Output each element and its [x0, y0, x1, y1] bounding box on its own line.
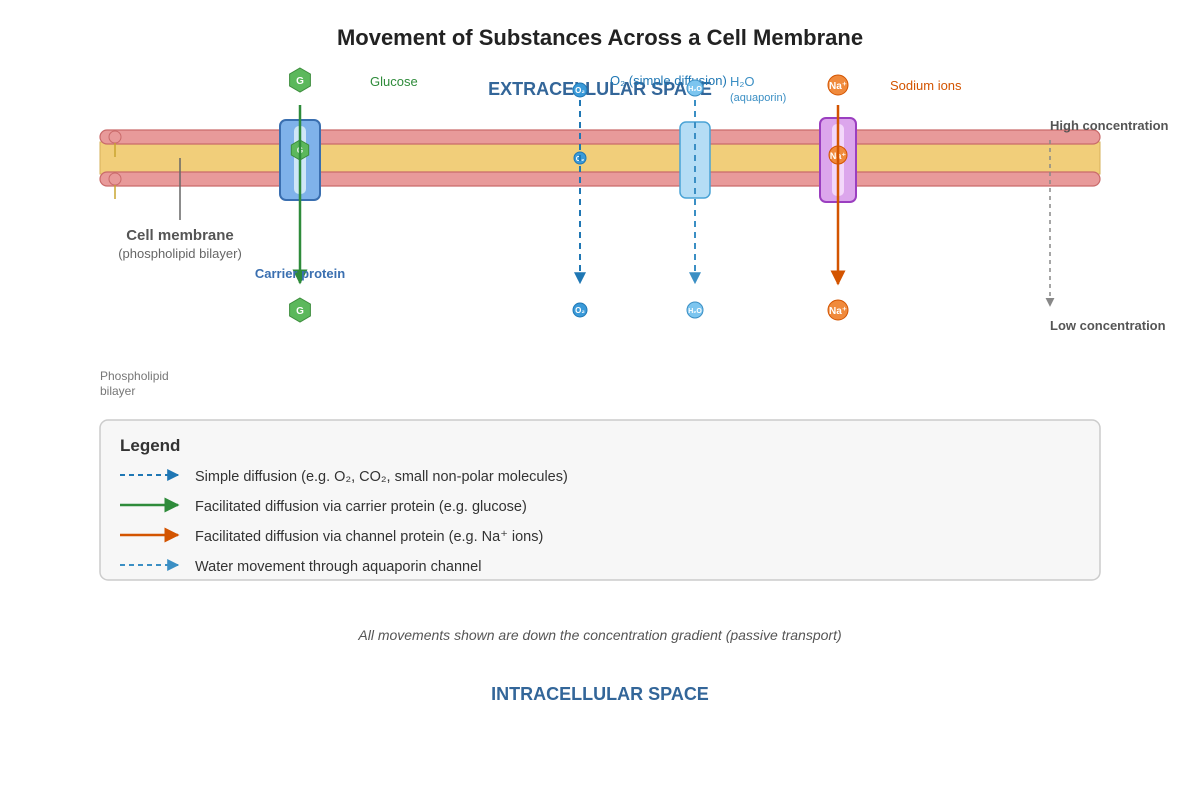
glucose-transport: G G G Glucose Carrier protein [255, 67, 418, 323]
legend: Legend Simple diffusion (e.g. O₂, CO₂, s… [99, 419, 1101, 581]
oxygen-molecule-symbol: O₂ [575, 306, 585, 315]
water-label: H₂O [730, 74, 755, 89]
water-molecule-icon [686, 301, 704, 319]
high-concentration-label: High concentration [1050, 118, 1169, 133]
legend-title: Legend [120, 436, 180, 455]
water-transport: H₂O H₂O H₂O (aquaporin) [679, 74, 786, 319]
phospholipid-bilayer [99, 129, 1101, 199]
legend-item-label: Simple diffusion (e.g. O₂, CO₂, small no… [195, 469, 568, 485]
phospholipid-side-label: bilayer [100, 384, 135, 398]
concentration-gradient: High concentration Low concentration [1045, 118, 1169, 333]
water-molecule-symbol: H₂O [688, 308, 702, 315]
membrane-outer-heads [99, 129, 1101, 145]
extracellular-label: EXTRACELLULAR SPACE [488, 79, 712, 99]
phospholipid-head-icon [108, 130, 122, 144]
water-molecule-icon [686, 79, 704, 97]
low-concentration-label: Low concentration [1050, 318, 1166, 333]
glucose-molecule-icon [289, 67, 311, 93]
membrane-inner-heads [99, 171, 1101, 187]
glucose-molecule-symbol: G [296, 76, 304, 87]
legend-box [99, 419, 1101, 581]
glucose-molecule-symbol: G [296, 306, 304, 317]
membrane-core [99, 141, 1101, 175]
oxygen-molecule-symbol: O₂ [575, 86, 585, 95]
oxygen-label: O₂ (simple diffusion) [610, 73, 727, 88]
legend-item-label: Facilitated diffusion via channel protei… [195, 529, 543, 545]
sodium-transport: Na⁺ Na⁺ Na⁺ Sodium ions [819, 74, 962, 321]
sodium-ion-icon [827, 74, 849, 96]
legend-item-label: Water movement through aquaporin channel [195, 559, 481, 575]
sodium-label: Sodium ions [890, 78, 962, 93]
footnote: All movements shown are down the concent… [357, 627, 841, 643]
sodium-ion-icon [827, 299, 849, 321]
intracellular-label: INTRACELLULAR SPACE [491, 684, 709, 704]
water-molecule-symbol: H₂O [688, 86, 702, 93]
glucose-label: Glucose [370, 74, 418, 89]
sodium-ion-symbol: Na⁺ [829, 81, 847, 92]
membrane-sublabel: (phospholipid bilayer) [118, 246, 242, 261]
membrane-label: Cell membrane [126, 227, 234, 244]
phospholipid-side-label: Phospholipid [100, 369, 169, 383]
phospholipid-head-icon [108, 172, 122, 186]
glucose-molecule-icon [289, 297, 311, 323]
sodium-ion-symbol: Na⁺ [829, 306, 847, 317]
page-title: Movement of Substances Across a Cell Mem… [337, 25, 863, 50]
oxygen-molecule-icon [572, 82, 588, 98]
oxygen-molecule-icon [572, 302, 588, 318]
aquaporin-label: (aquaporin) [730, 92, 786, 104]
legend-item-label: Facilitated diffusion via carrier protei… [195, 499, 527, 515]
carrier-protein-label: Carrier protein [255, 266, 345, 281]
